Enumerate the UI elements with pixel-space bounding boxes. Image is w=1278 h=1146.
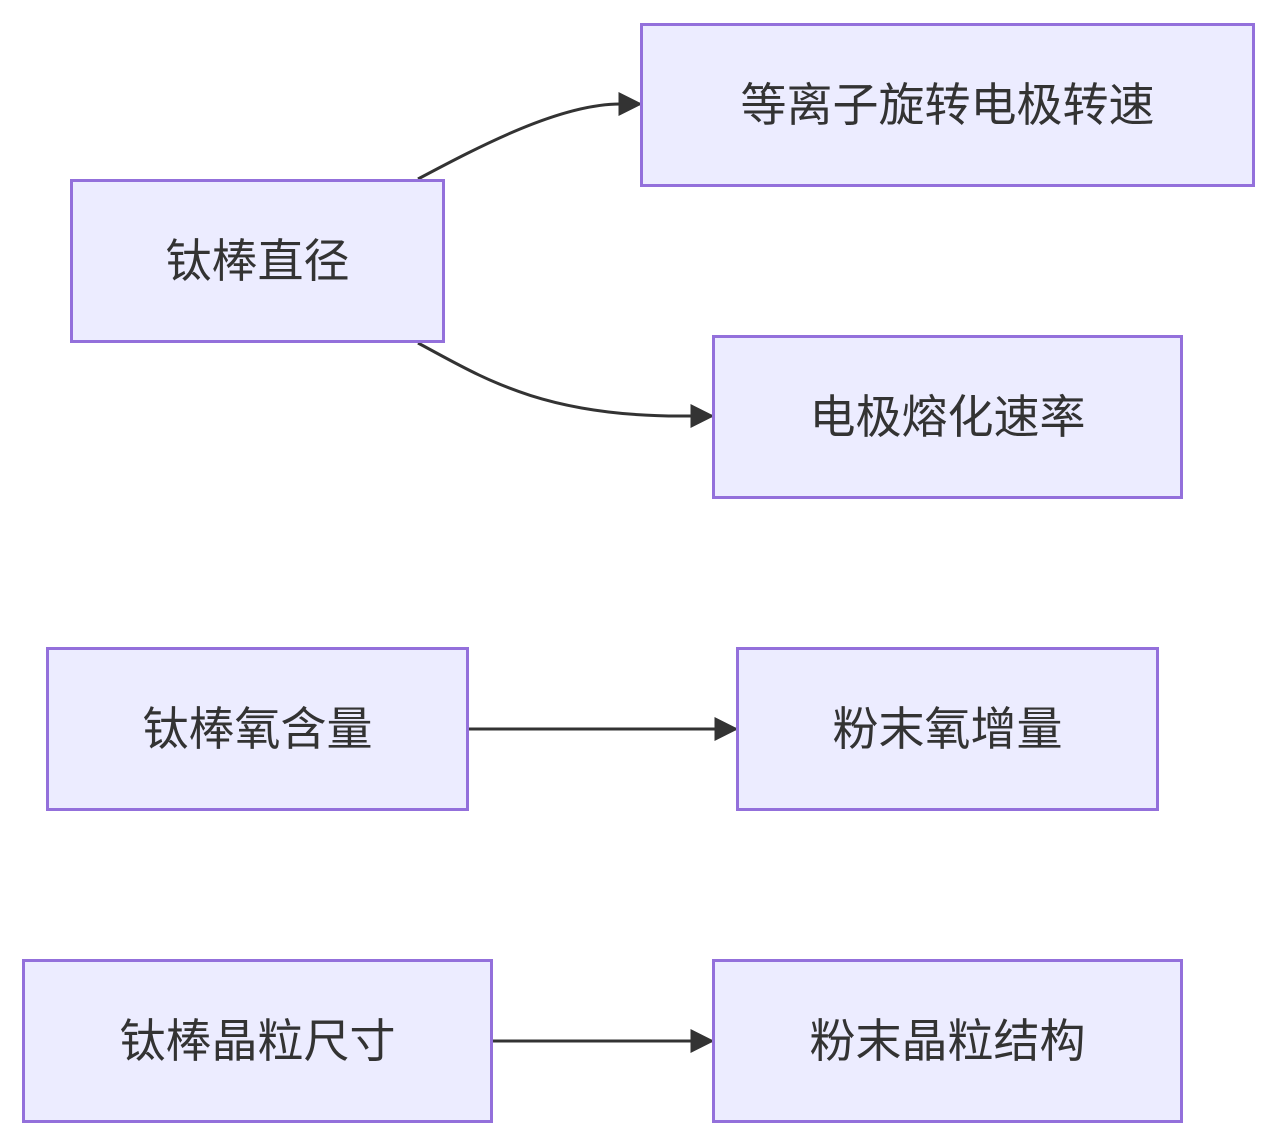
node-powder-grain-structure: 粉末晶粒结构: [712, 959, 1183, 1123]
node-label: 粉末晶粒结构: [809, 1014, 1086, 1068]
node-rod-oxygen-content: 钛棒氧含量: [46, 647, 469, 811]
node-label: 电极熔化速率: [809, 390, 1086, 444]
node-rod-grain-size: 钛棒晶粒尺寸: [22, 959, 493, 1123]
node-label: 等离子旋转电极转速: [740, 78, 1155, 132]
node-electrode-melting-rate: 电极熔化速率: [712, 335, 1183, 499]
edge-diameter-to-rotation: [417, 92, 643, 181]
node-label: 钛棒晶粒尺寸: [119, 1014, 396, 1068]
node-electrode-rotation-speed: 等离子旋转电极转速: [640, 23, 1255, 187]
node-label: 粉末氧增量: [832, 702, 1063, 756]
node-rod-diameter: 钛棒直径: [70, 179, 445, 343]
edge-diameter-to-melt: [417, 341, 715, 428]
node-label: 钛棒直径: [165, 234, 350, 288]
node-label: 钛棒氧含量: [142, 702, 373, 756]
node-powder-oxygen-increase: 粉末氧增量: [736, 647, 1159, 811]
